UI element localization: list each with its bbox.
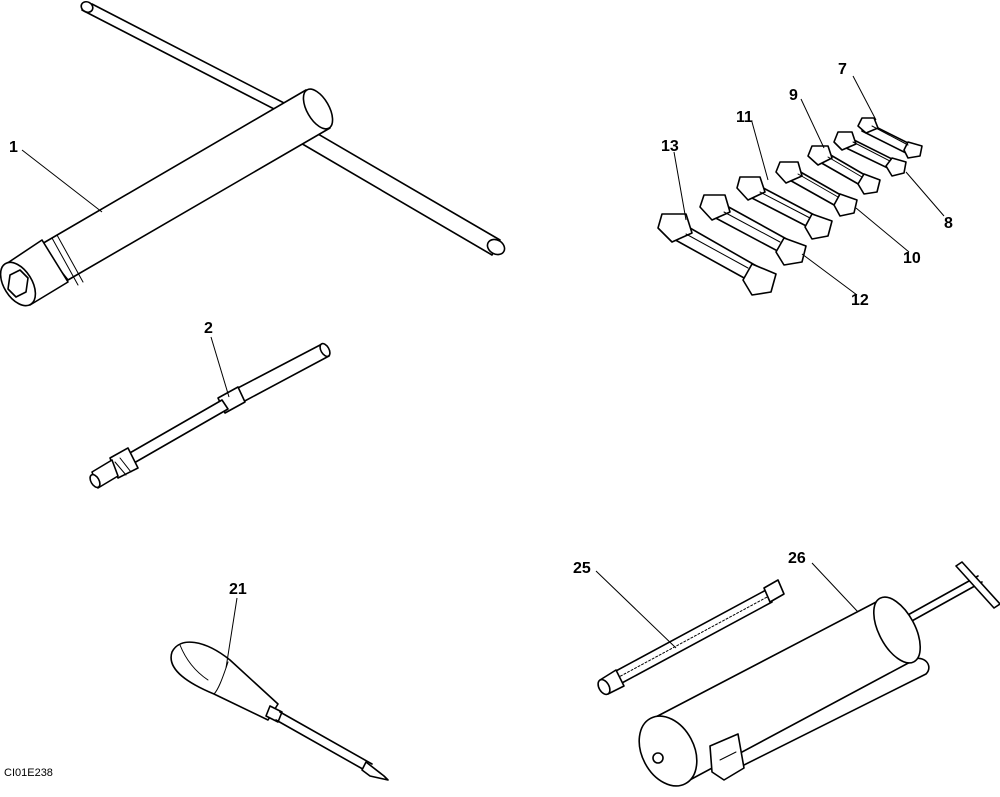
extension-adapter xyxy=(89,336,331,489)
callout-13: 13 xyxy=(661,138,679,155)
callout-26: 26 xyxy=(788,550,806,567)
screwdriver xyxy=(170,597,389,781)
open-end-wrench-set xyxy=(657,75,945,296)
grease-gun-hose xyxy=(595,570,785,696)
callout-9: 9 xyxy=(789,87,798,104)
callout-2: 2 xyxy=(204,320,213,337)
callout-8: 8 xyxy=(944,215,953,232)
callout-12: 12 xyxy=(851,292,869,309)
callout-25: 25 xyxy=(573,560,591,577)
callout-10: 10 xyxy=(903,250,921,267)
figure-reference: CI01E238 xyxy=(4,767,53,779)
callout-11: 11 xyxy=(736,109,753,126)
t-handle-socket-wrench xyxy=(0,0,506,307)
callout-1: 1 xyxy=(9,139,18,156)
callout-7: 7 xyxy=(838,61,847,78)
callout-21: 21 xyxy=(229,581,247,598)
grease-gun xyxy=(638,561,1000,787)
